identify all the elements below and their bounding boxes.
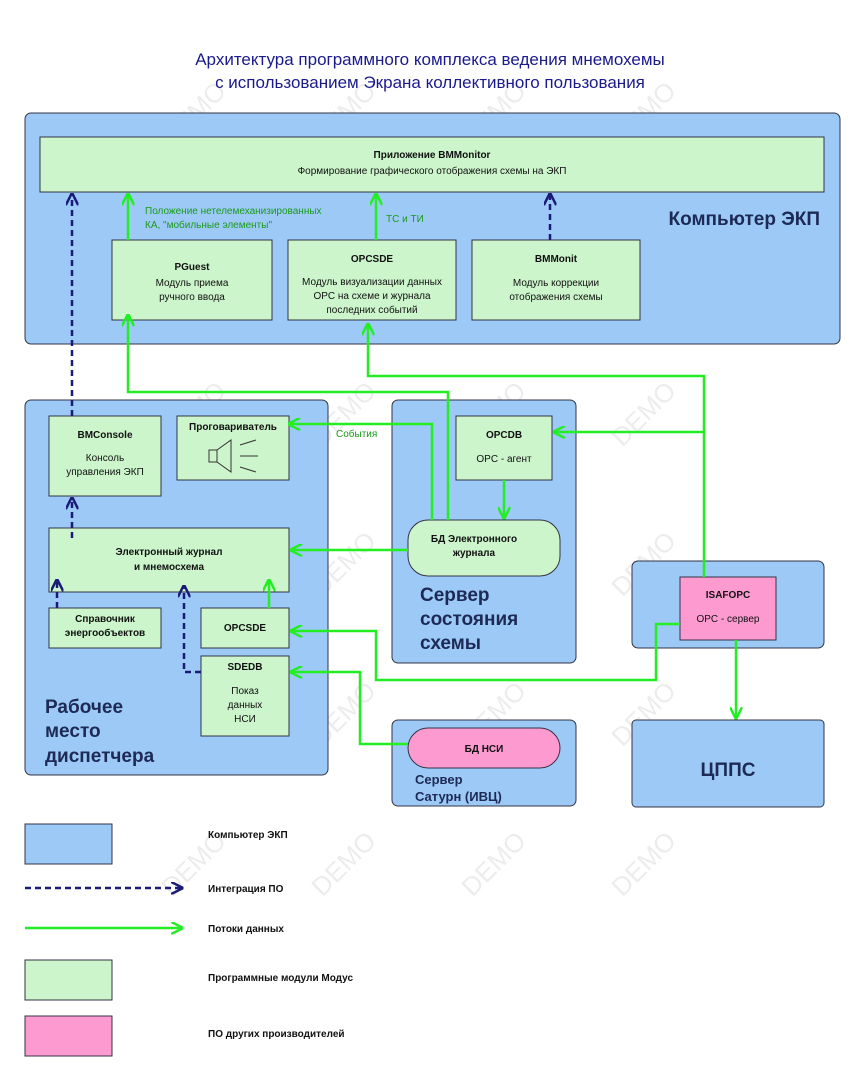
journal-title-2: и мнемосхема bbox=[134, 562, 204, 573]
speaker-module bbox=[176, 415, 290, 481]
sdedb-desc-3: НСИ bbox=[234, 714, 256, 725]
watermark-text: DEMO bbox=[455, 825, 531, 901]
journal-title-1: Электронный журнал bbox=[116, 547, 223, 558]
cpps-label: ЦППС bbox=[701, 760, 756, 781]
bmmonitor-desc: Формирование графического отображения сх… bbox=[298, 165, 567, 177]
opcsde-top-module bbox=[287, 239, 457, 321]
opcsde-top-desc-1: Модуль визуализации данных bbox=[302, 277, 442, 288]
directory-module bbox=[48, 607, 162, 649]
flow-label-manual-1: Положение нетелемеханизированных bbox=[145, 206, 322, 217]
state-server-label-3: схемы bbox=[420, 633, 481, 654]
bmconsole-desc-1: Консоль bbox=[86, 453, 124, 464]
db-nsi-title: БД НСИ bbox=[465, 744, 504, 755]
pguest-module bbox=[111, 239, 273, 321]
saturn-label-1: Сервер bbox=[415, 772, 463, 787]
speaker-title: Проговариватель bbox=[189, 422, 277, 433]
flow-label-tc-ti: ТС и ТИ bbox=[386, 214, 424, 225]
opcdb-module bbox=[455, 415, 553, 481]
bmmonit-module bbox=[471, 239, 641, 321]
opcsde-top-desc-3: последних событий bbox=[326, 304, 417, 316]
cpps-group bbox=[631, 719, 825, 808]
db-journal-title-1: БД Электронного bbox=[431, 534, 517, 545]
watermark-text: DEMO bbox=[305, 825, 381, 901]
flow-label-manual-2: КА, "мобильные элементы" bbox=[145, 219, 272, 231]
sdedb-module bbox=[200, 655, 290, 737]
isafopc-desc: OPC - сервер bbox=[696, 614, 759, 625]
watermark-text: DEMO bbox=[605, 825, 681, 901]
flow-dbnsi-to-sdedb bbox=[291, 672, 408, 746]
diagram-title-line2: с использованием Экрана коллективного по… bbox=[215, 73, 645, 92]
db-nsi-module bbox=[407, 727, 561, 769]
legend-label-flows: Потоки данных bbox=[208, 924, 284, 935]
ekp-computer-label: Компьютер ЭКП bbox=[669, 209, 820, 230]
pguest-desc-2: ручного ввода bbox=[159, 292, 225, 303]
flow-isafopc-to-opcsde-bottom bbox=[291, 622, 680, 682]
bmconsole-title: BMConsole bbox=[78, 430, 133, 441]
sdedb-desc-1: Показ bbox=[231, 686, 259, 697]
legend-swatch-green bbox=[24, 959, 113, 1001]
opcdb-desc: OPC - агент bbox=[476, 454, 532, 465]
opcsde-top-title: OPCSDE bbox=[351, 254, 394, 265]
opcsde-bottom-module bbox=[200, 607, 290, 649]
db-journal-module bbox=[407, 519, 561, 577]
pguest-desc-1: Модуль приема bbox=[156, 278, 229, 289]
directory-title-2: энергообъектов bbox=[65, 627, 145, 639]
sdedb-title: SDEDB bbox=[227, 662, 262, 673]
bmmonit-title: BMMonit bbox=[535, 254, 578, 265]
saturn-label-2: Сатурн (ИВЦ) bbox=[415, 789, 502, 804]
bmmonitor-title: Приложение BMMonitor bbox=[374, 150, 491, 161]
flow-dbjournal-events-to-speaker bbox=[289, 424, 434, 520]
legend-swatch-pink bbox=[24, 1015, 113, 1057]
flow-isafopc-to-opcsde-top bbox=[368, 324, 706, 577]
legend-label-modus: Программные модули Модус bbox=[208, 973, 353, 984]
workplace-label-3: диспетчера bbox=[45, 746, 155, 767]
bmconsole-module bbox=[48, 415, 162, 497]
legend-swatch-blue bbox=[24, 823, 113, 865]
workplace-label-1: Рабочее bbox=[45, 697, 123, 718]
sdedb-desc-2: данных bbox=[228, 700, 263, 711]
workplace-label-2: место bbox=[45, 721, 101, 742]
directory-title-1: Справочник bbox=[75, 614, 136, 625]
journal-module bbox=[48, 527, 290, 593]
pguest-title: PGuest bbox=[174, 262, 210, 273]
isafopc-module bbox=[679, 576, 777, 641]
db-journal-title-2: журнала bbox=[452, 548, 496, 559]
flow-label-events: События bbox=[336, 428, 377, 440]
integration-sdedb-to-journal bbox=[184, 586, 201, 674]
legend-label-thirdparty: ПО других производителей bbox=[208, 1029, 345, 1040]
speaker-icon bbox=[208, 439, 258, 473]
watermark-text: DEMO bbox=[605, 375, 681, 451]
opcdb-title: OPCDB bbox=[486, 430, 522, 441]
opcsde-bottom-title: OPCSDE bbox=[224, 623, 267, 634]
opcsde-top-desc-2: OPC на схеме и журнала bbox=[313, 291, 431, 302]
legend-label-integration: Интеграция ПО bbox=[208, 884, 284, 895]
isafopc-title: ISAFOPC bbox=[706, 590, 750, 601]
state-server-label-1: Сервер bbox=[420, 585, 490, 606]
diagram-title-line1: Архитектура программного комплекса веден… bbox=[195, 50, 665, 69]
flow-dbjournal-to-pguest bbox=[128, 315, 450, 520]
bmconsole-desc-2: управления ЭКП bbox=[66, 467, 144, 478]
bmmonit-desc-2: отображения схемы bbox=[509, 291, 602, 303]
legend-label-ekp: Компьютер ЭКП bbox=[208, 830, 288, 841]
state-server-label-2: состояния bbox=[420, 609, 518, 630]
bmmonit-desc-1: Модуль коррекции bbox=[513, 278, 599, 289]
bmmonitor-module bbox=[39, 136, 825, 193]
